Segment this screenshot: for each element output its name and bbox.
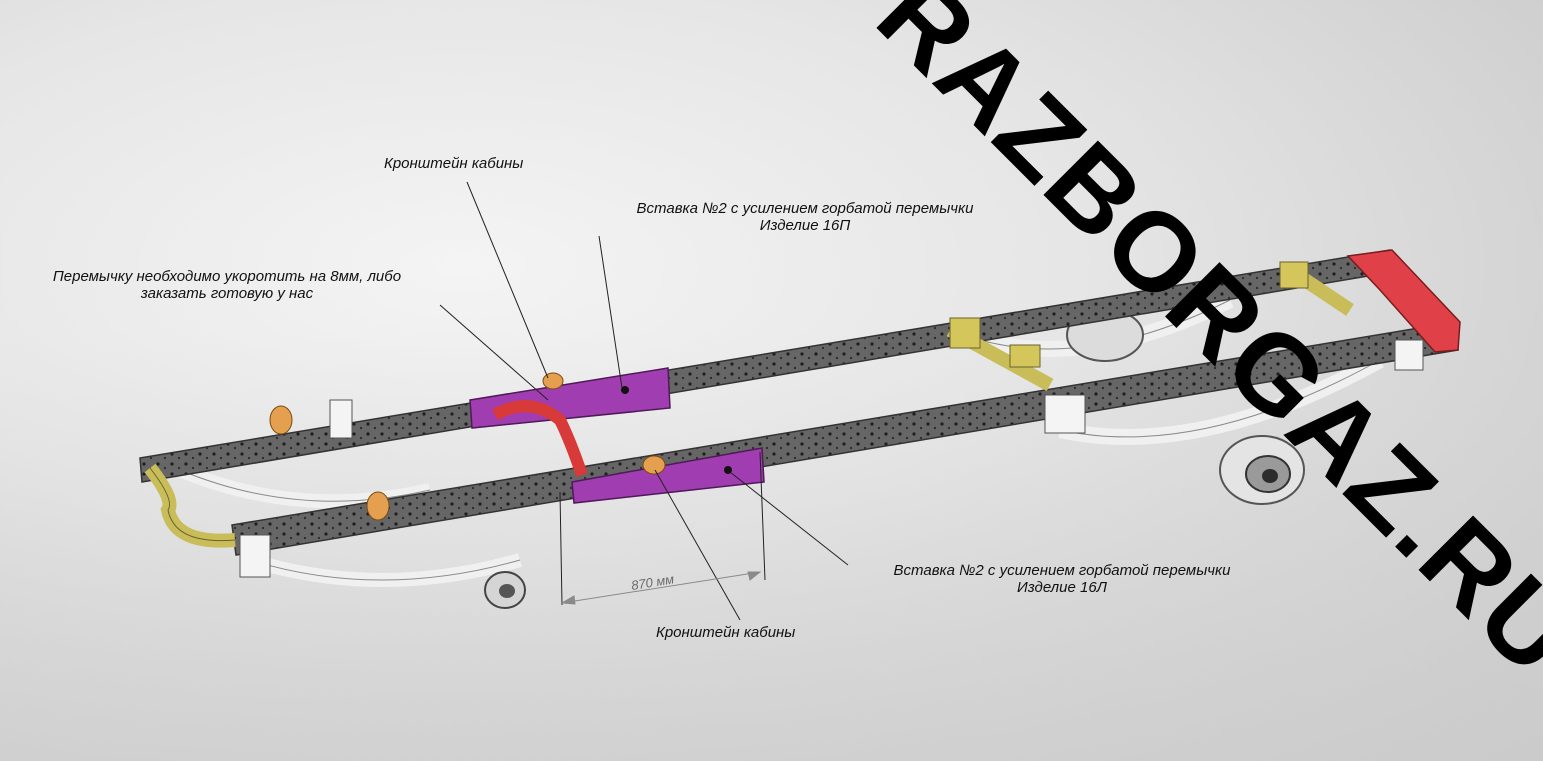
front-leaf-springs — [177, 463, 522, 587]
rear-brake-drum — [1066, 308, 1305, 505]
dimension-870 — [560, 571, 762, 605]
front-hub — [484, 571, 526, 609]
callout-insert-16p-line2: Изделие 16П — [759, 217, 851, 234]
insert-16p — [469, 367, 671, 429]
callout-insert-16p-line1: Вставка №2 с усилением горбатой перемычк… — [636, 200, 974, 217]
callout-jumper-note: Перемычку необходимо укоротить на 8мм, л… — [14, 268, 440, 302]
callout-jumper-note-line1: Перемычку необходимо укоротить на 8мм, л… — [52, 268, 402, 285]
callout-cab-bracket-top: Кронштейн кабины — [384, 155, 524, 172]
callout-jumper-note-line2: заказать готовую у нас — [140, 285, 314, 302]
callout-insert-16p: Вставка №2 с усилением горбатой перемычк… — [600, 200, 1010, 234]
callout-insert-16l-line2: Изделие 16Л — [1017, 579, 1107, 596]
insert-16l — [571, 447, 765, 504]
callout-insert-16l-line1: Вставка №2 с усилением горбатой перемычк… — [893, 562, 1231, 579]
callout-insert-16l: Вставка №2 с усилением горбатой перемычк… — [852, 562, 1272, 596]
leader-lines — [439, 181, 849, 621]
humped-jumper — [492, 400, 588, 477]
rear-crossmember — [1346, 249, 1461, 353]
rear-spring-brackets — [949, 261, 1309, 368]
callout-cab-bracket-bottom: Кронштейн кабины — [656, 624, 796, 641]
cab-bracket-orange — [269, 372, 666, 521]
spring-shackles — [239, 339, 1424, 578]
dimension-value: 870 мм — [630, 571, 675, 593]
